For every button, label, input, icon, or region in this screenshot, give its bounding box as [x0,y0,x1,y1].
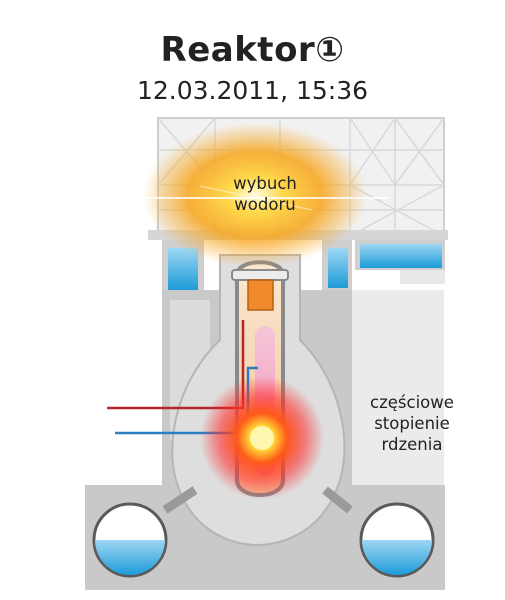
hydrogen-explosion-label: wybuch wodoru [215,173,315,215]
timestamp: 12.03.2011, 15:36 [136,76,369,105]
core-melt-glow [200,376,324,500]
page-title: Reaktor① [160,30,345,70]
core-melt-label-line: rdzenia [381,435,443,454]
explosion-label-line: wybuch [233,174,297,193]
core-melt-label-line: stopienie [374,414,450,433]
hydrogen-explosion [120,123,390,267]
core-melt-label: częściowe stopienie rdzenia [352,392,472,455]
suppression-pool-right [322,486,435,578]
suppression-pool-left [92,486,198,578]
explosion-label-line: wodoru [234,195,296,214]
core-melt-label-line: częściowe [370,393,454,412]
fuel-block [247,279,274,311]
